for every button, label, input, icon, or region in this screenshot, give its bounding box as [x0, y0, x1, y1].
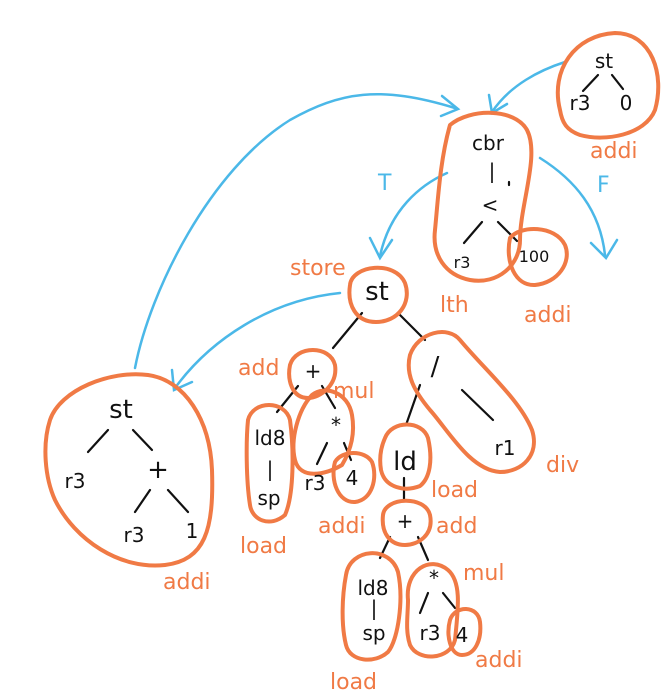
- label-store: store: [290, 256, 346, 281]
- node-r1: r1: [495, 436, 516, 460]
- label-mul-1: mul: [333, 379, 375, 404]
- flow-arrowhead-store-to-left: [170, 368, 194, 392]
- tile-load-3: [340, 551, 403, 662]
- label-addi-4a: addi: [318, 514, 366, 539]
- tile-addi-4b: [446, 607, 483, 657]
- node-cbr-bar: |: [489, 159, 496, 183]
- label-add-1: add: [238, 356, 279, 381]
- node-star-2: *: [429, 566, 439, 590]
- node-st-mid: st: [365, 277, 389, 307]
- node-r3-left: r3: [65, 469, 86, 493]
- tile-div: [406, 330, 536, 474]
- tile-mul: [291, 388, 355, 476]
- flow-arrow-store-to-left: [173, 291, 342, 390]
- tile-add-2: [380, 498, 433, 547]
- node-zero-top: 0: [620, 91, 633, 115]
- label-load-1: load: [240, 534, 287, 559]
- tile-cbr-lth: [432, 110, 534, 283]
- node-ld: ld: [393, 447, 417, 477]
- label-addi-100: addi: [524, 303, 572, 328]
- node-r3-mul-1: r3: [305, 471, 326, 495]
- flow-arrowhead-left-to-cbr: [439, 94, 461, 118]
- tile-store: [347, 265, 409, 324]
- node-plus-left: +: [147, 455, 169, 485]
- label-addi-left: addi: [163, 570, 211, 595]
- node-ld8-1-bar: |: [267, 457, 274, 481]
- label-add-2: add: [436, 514, 477, 539]
- label-div: div: [546, 453, 579, 478]
- node-plus-2: +: [397, 509, 414, 533]
- control-flow-arrows: [133, 60, 619, 392]
- tile-load-2: [378, 422, 433, 491]
- tile-addi-4a: [331, 451, 377, 504]
- node-r3-mul-2: r3: [420, 621, 441, 645]
- tree-nodes: st r3 0 cbr | < r3 100 st + / ld8 | sp *…: [65, 49, 633, 647]
- label-load-3: load: [330, 670, 377, 695]
- node-sp-2: sp: [362, 621, 385, 645]
- tile-add: [287, 348, 338, 400]
- label-false: F: [597, 173, 610, 198]
- node-r3-top: r3: [570, 91, 591, 115]
- tile-left-addi: [43, 372, 215, 568]
- node-100: 100: [519, 247, 550, 266]
- flow-arrow-top-to-cbr: [490, 60, 567, 114]
- label-addi-top: addi: [590, 139, 638, 164]
- node-r3-left-2: r3: [124, 523, 145, 547]
- node-four-2: 4: [456, 623, 469, 647]
- label-mul-2: mul: [463, 561, 505, 586]
- node-ld8-2: ld8: [358, 576, 389, 600]
- label-load-2: load: [431, 478, 478, 503]
- node-cbr: cbr: [472, 131, 505, 155]
- node-plus-1: +: [305, 359, 322, 383]
- node-st-top: st: [595, 49, 613, 73]
- node-lt: <: [482, 193, 499, 217]
- tile-mul-2: [405, 562, 460, 659]
- node-ld8-1: ld8: [255, 426, 286, 450]
- flow-arrowhead-true: [368, 236, 394, 261]
- node-one-left: 1: [186, 519, 199, 543]
- tile-annotations: addi T F store lth addi add mul div load…: [163, 139, 638, 695]
- node-sp-1: sp: [257, 486, 280, 510]
- label-true: T: [377, 171, 392, 196]
- tile-load-1: [244, 403, 295, 524]
- tile-top-addi: [555, 31, 661, 140]
- node-st-left: st: [109, 395, 133, 425]
- flow-arrowhead-false: [589, 238, 619, 261]
- node-ld8-2-bar: |: [371, 596, 378, 620]
- node-star-1: *: [331, 413, 341, 437]
- flow-arrow-left-to-cbr: [133, 93, 457, 370]
- flow-arrow-false: [538, 156, 607, 257]
- node-four-1: 4: [346, 466, 359, 490]
- tile-100-addi: [506, 226, 569, 288]
- node-r3-cbr: r3: [454, 253, 471, 272]
- label-addi-4b: addi: [475, 648, 523, 673]
- node-div: /: [431, 352, 440, 382]
- label-lth: lth: [440, 293, 469, 318]
- tile-outlines: [43, 31, 661, 662]
